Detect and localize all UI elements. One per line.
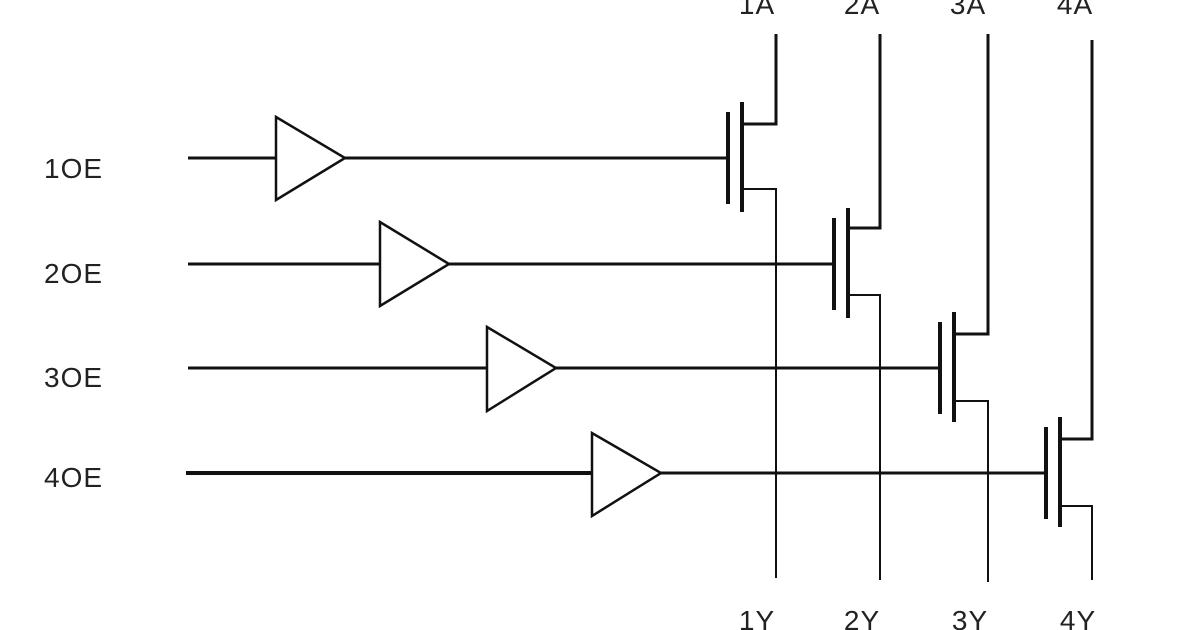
y-label-3: 3Y xyxy=(952,605,988,630)
source-wire-4 xyxy=(1060,505,1093,580)
channel-3: 3OE 3A 3Y xyxy=(44,0,990,630)
source-wire-1 xyxy=(742,188,777,578)
oe-label-2: 2OE xyxy=(44,258,103,289)
source-wire-2 xyxy=(848,294,881,580)
source-wire-3 xyxy=(954,400,989,582)
drain-wire-3 xyxy=(954,34,990,336)
oe-label-4: 4OE xyxy=(44,462,103,493)
drain-wire-2 xyxy=(848,34,882,230)
channel-1: 1OE 1A 1Y xyxy=(44,0,778,630)
buffer-3 xyxy=(485,324,559,414)
y-label-1: 1Y xyxy=(739,605,775,630)
drain-wire-1 xyxy=(742,34,778,126)
drain-wire-4 xyxy=(1060,40,1094,441)
a-label-4: 4A xyxy=(1057,0,1093,20)
a-label-1: 1A xyxy=(739,0,775,20)
oe-label-3: 3OE xyxy=(44,362,103,393)
buffer-1 xyxy=(274,114,348,203)
y-label-2: 2Y xyxy=(844,605,880,630)
a-label-3: 3A xyxy=(950,0,986,20)
buffer-4 xyxy=(590,430,664,519)
channel-4: 4OE 4A 4Y xyxy=(44,0,1096,630)
oe-label-1: 1OE xyxy=(44,153,103,184)
y-label-4: 4Y xyxy=(1060,605,1096,630)
buffer-2 xyxy=(378,219,452,309)
a-label-2: 2A xyxy=(844,0,880,20)
channel-2: 2OE 2A 2Y xyxy=(44,0,882,630)
